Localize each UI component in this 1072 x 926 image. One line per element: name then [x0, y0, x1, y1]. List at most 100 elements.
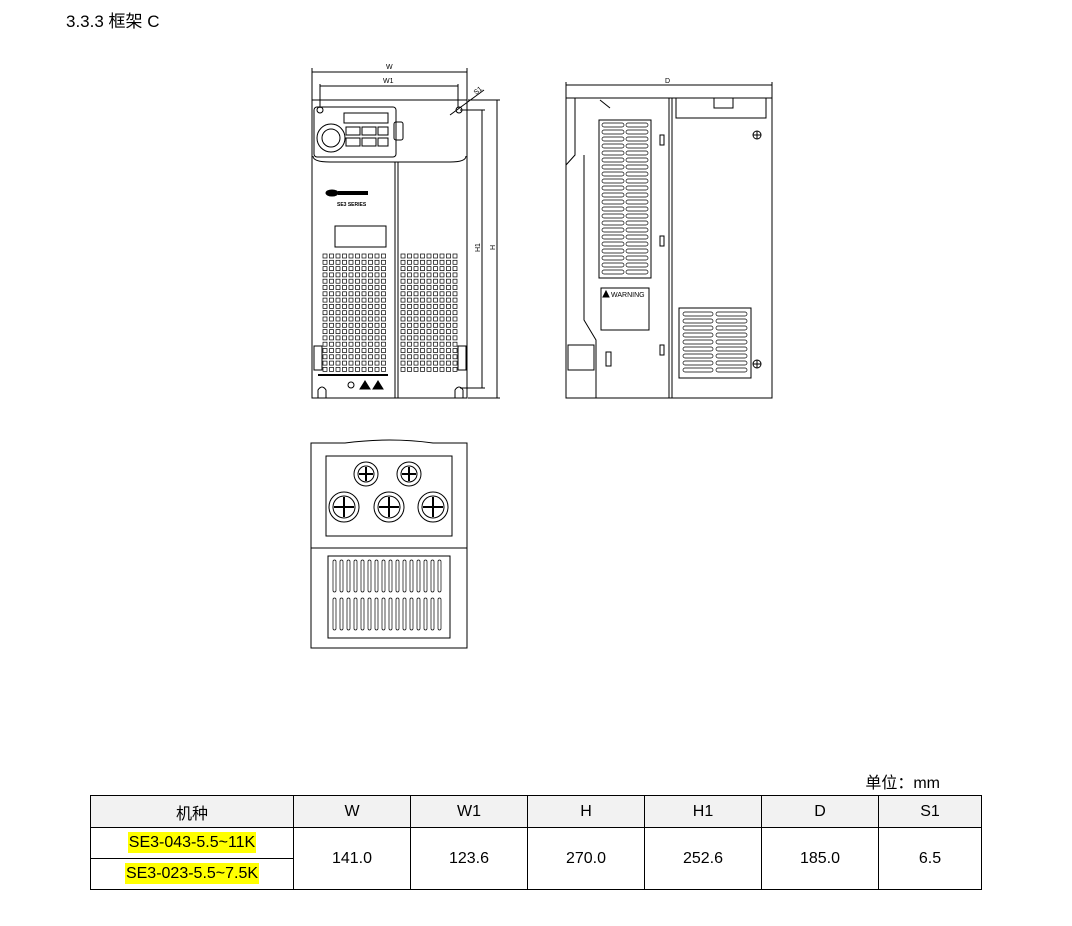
- vent-hole: [433, 322, 438, 328]
- header-s1: S1: [878, 795, 982, 828]
- vent-hole: [439, 253, 445, 259]
- vent-hole: [335, 329, 341, 334]
- vent-hole: [433, 310, 438, 316]
- vent-hole: [446, 297, 451, 303]
- vent-hole: [374, 297, 380, 303]
- vent-slot: [360, 597, 365, 631]
- vent-hole: [361, 335, 367, 341]
- label-slot: [601, 143, 625, 149]
- vent-hole: [400, 266, 406, 271]
- side-view: D WARNING: [565, 78, 773, 399]
- screw-head: [377, 495, 401, 519]
- vent-hole: [368, 322, 373, 328]
- vent-hole: [355, 266, 360, 271]
- vent-hole: [322, 329, 328, 334]
- vent-hole: [452, 272, 458, 278]
- vent-hole: [420, 285, 425, 290]
- warning-label: WARNING: [611, 292, 645, 299]
- label-slot: [601, 227, 625, 233]
- vent-hole: [322, 304, 328, 309]
- vent-hole: [342, 310, 347, 316]
- vent-hole: [329, 259, 334, 265]
- vent-hole: [413, 316, 419, 322]
- vent-hole: [355, 259, 360, 265]
- value-w1: 123.6: [410, 827, 528, 890]
- bottom-vent: [332, 559, 442, 631]
- vent-hole: [452, 354, 458, 360]
- vent-hole: [407, 285, 412, 290]
- vent-hole: [361, 348, 367, 353]
- vent-hole: [452, 316, 458, 322]
- vent-hole: [361, 316, 367, 322]
- vent-hole: [335, 278, 341, 284]
- vent-hole: [452, 348, 458, 353]
- vent-hole: [348, 291, 354, 297]
- vent-hole: [413, 354, 419, 360]
- vent-hole: [335, 291, 341, 297]
- vent-slot: [332, 597, 337, 631]
- vent-hole: [322, 322, 328, 328]
- vent-hole: [446, 266, 451, 271]
- vent-hole: [374, 304, 380, 309]
- vent-hole: [452, 322, 458, 328]
- model-name: SE3-043-5.5~11K: [127, 832, 257, 853]
- header-model: 机种: [90, 795, 294, 828]
- vent-hole: [413, 266, 419, 271]
- vent-hole: [322, 335, 328, 341]
- vent-hole: [335, 348, 341, 353]
- vent-hole: [400, 304, 406, 309]
- vent-hole: [452, 266, 458, 271]
- vent-hole: [420, 310, 425, 316]
- vent-hole: [433, 285, 438, 290]
- vent-hole: [374, 291, 380, 297]
- label-slot: [601, 122, 625, 128]
- vent-slot: [388, 559, 393, 593]
- vent-slot: [381, 597, 386, 631]
- vent-hole: [342, 316, 347, 322]
- vent-slot: [339, 559, 344, 593]
- vent-hole: [420, 291, 425, 297]
- vent-hole: [426, 285, 432, 290]
- label-slot: [625, 220, 649, 226]
- label-slot: [601, 164, 625, 170]
- vent-hole: [342, 285, 347, 290]
- vent-hole: [355, 297, 360, 303]
- vent-slot: [715, 353, 748, 359]
- vent-hole: [348, 259, 354, 265]
- screw-head: [332, 495, 356, 519]
- vent-hole: [426, 297, 432, 303]
- vent-hole: [413, 253, 419, 259]
- vent-hole: [452, 278, 458, 284]
- label-slot: [601, 220, 625, 226]
- vent-hole: [381, 266, 386, 271]
- vent-hole: [452, 367, 458, 372]
- vent-hole: [381, 335, 386, 341]
- vent-hole: [335, 253, 341, 259]
- vent-slot: [395, 559, 400, 593]
- vent-hole: [407, 348, 412, 353]
- dim-d-label: D: [665, 78, 670, 85]
- vent-hole: [348, 266, 354, 271]
- vent-slot: [430, 559, 435, 593]
- vent-slot: [402, 559, 407, 593]
- label-slot: [601, 157, 625, 163]
- section-title: 3.3.3 框架 C: [66, 12, 160, 31]
- vent-hole: [452, 304, 458, 309]
- vent-hole: [413, 304, 419, 309]
- vent-hole: [374, 348, 380, 353]
- vent-hole: [329, 360, 334, 366]
- vent-hole: [374, 253, 380, 259]
- vent-hole: [413, 278, 419, 284]
- vent-hole: [335, 310, 341, 316]
- vent-hole: [381, 348, 386, 353]
- vent-hole: [322, 297, 328, 303]
- vent-hole: [446, 310, 451, 316]
- vent-hole: [355, 278, 360, 284]
- label-slot: [601, 171, 625, 177]
- vent-hole: [413, 310, 419, 316]
- vent-slot: [388, 597, 393, 631]
- vent-hole: [342, 291, 347, 297]
- vent-hole: [361, 354, 367, 360]
- vent-hole: [426, 316, 432, 322]
- vent-hole: [407, 259, 412, 265]
